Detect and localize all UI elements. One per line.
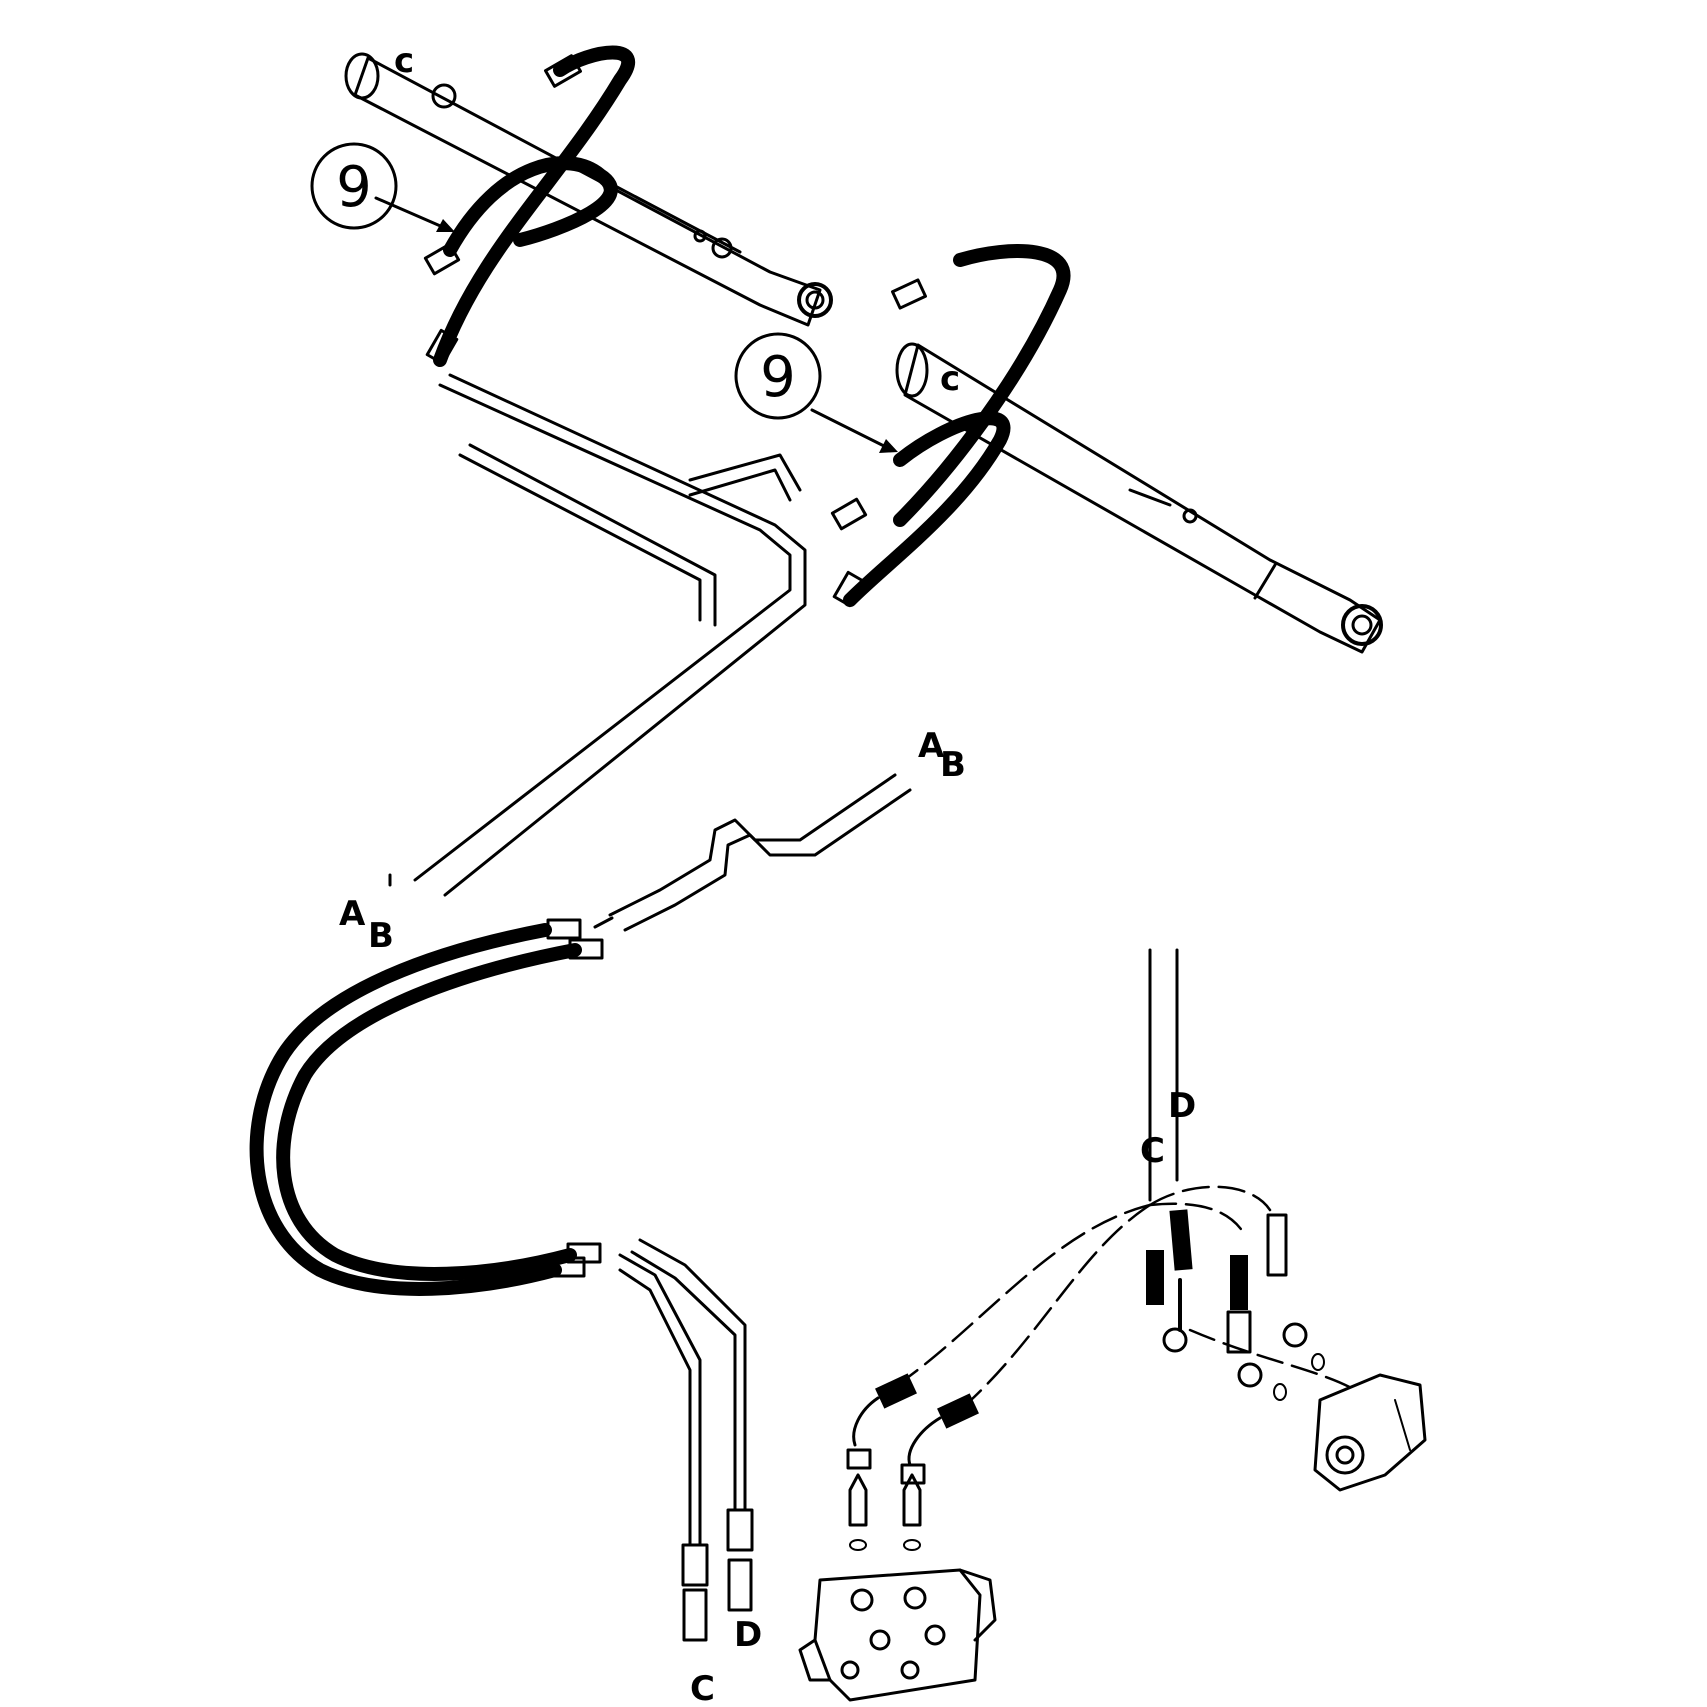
label-d-right: D xyxy=(1168,1086,1196,1126)
valve-fittings xyxy=(1146,1209,1325,1401)
upper-hoses xyxy=(423,45,1071,608)
cylinder-mark-upper: c xyxy=(394,41,414,81)
control-valve xyxy=(798,1568,997,1702)
cylinder-mark-lower: c xyxy=(940,359,960,399)
lower-cylinder: c xyxy=(895,342,1383,654)
label-c-right: C xyxy=(1140,1131,1165,1171)
pump xyxy=(1313,1373,1427,1492)
steel-lines-middle xyxy=(593,773,912,932)
label-d-bottom: D xyxy=(734,1615,762,1655)
line-labels: A B A B D C D C xyxy=(339,726,1196,1707)
label-a-top: A xyxy=(918,726,945,766)
steel-lines-lower xyxy=(618,1238,754,1642)
label-b-left: B xyxy=(368,916,394,956)
valve-hoses xyxy=(846,1373,979,1551)
label-c-bottom: C xyxy=(690,1669,715,1707)
callout-9-lower: 9 xyxy=(734,332,898,453)
long-hoses xyxy=(249,918,604,1296)
callout-number: 9 xyxy=(760,345,796,410)
label-b-top: B xyxy=(940,745,966,785)
dashed-routing xyxy=(888,1185,1357,1412)
callout-number: 9 xyxy=(336,155,372,220)
callout-9-upper: 9 xyxy=(310,142,455,232)
steel-lines-vertical xyxy=(1148,948,1179,1202)
label-a-left: A xyxy=(339,894,366,934)
upper-cylinder: c xyxy=(344,41,833,327)
steel-lines-upper xyxy=(388,373,807,897)
